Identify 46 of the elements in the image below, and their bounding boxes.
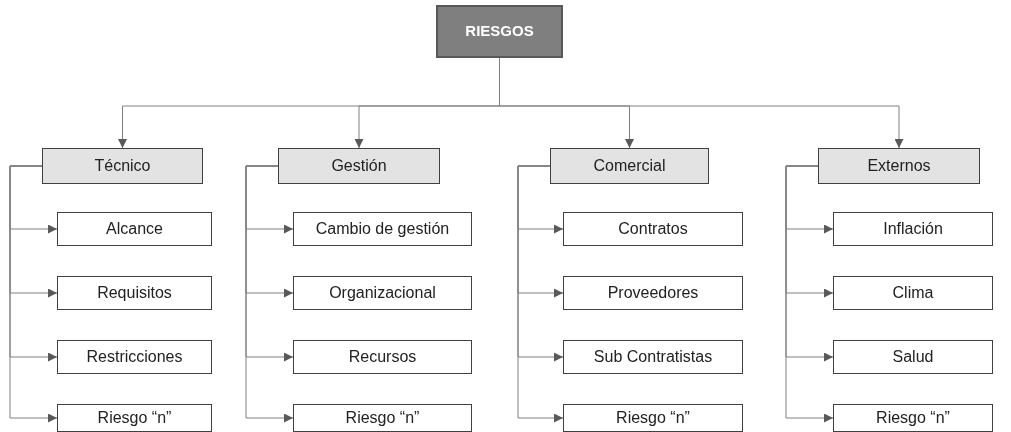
box-label: Recursos [348,347,417,367]
item-box [57,212,212,246]
category-box [550,148,709,184]
box-label: Cambio de gestión [315,219,450,239]
box-label: RIESGOS [465,21,534,42]
item-box [833,276,993,310]
box-label: Externos [867,156,931,176]
box-label: Organizacional [329,283,436,303]
connector-arrow [245,165,294,423]
box-label: Sub Contratistas [593,347,713,367]
box-label: Requisitos [97,283,172,303]
item-box [293,340,472,374]
box-label: Proveedores [607,283,699,303]
category-box [278,148,440,184]
box-label: Alcance [106,219,163,239]
connector-arrow [785,165,834,423]
item-box [57,276,212,310]
box-label: Riesgo “n” [345,408,420,428]
box-label: Clima [892,283,934,303]
box-label: Restricciones [86,347,183,367]
box-label: Gestión [331,156,387,176]
item-box [833,340,993,374]
connector-arrow [517,165,564,423]
box-label: Contratos [618,219,688,239]
category-box [818,148,980,184]
connector-arrow [9,165,58,423]
root-box [436,5,563,58]
box-label: Riesgo “n” [616,408,690,428]
item-box [293,212,472,246]
item-box [833,212,993,246]
item-box [833,404,993,432]
item-box [57,404,212,432]
box-label: Salud [892,347,934,367]
item-box [563,404,743,432]
item-box [563,212,743,246]
item-box [563,276,743,310]
item-box [57,340,212,374]
box-label: Inflación [883,219,943,239]
item-box [563,340,743,374]
box-label: Técnico [94,156,151,176]
box-label: Riesgo “n” [97,408,172,428]
box-label: Comercial [593,156,666,176]
item-box [293,276,472,310]
item-box [293,404,472,432]
box-label: Riesgo “n” [876,408,950,428]
category-box [42,148,203,184]
